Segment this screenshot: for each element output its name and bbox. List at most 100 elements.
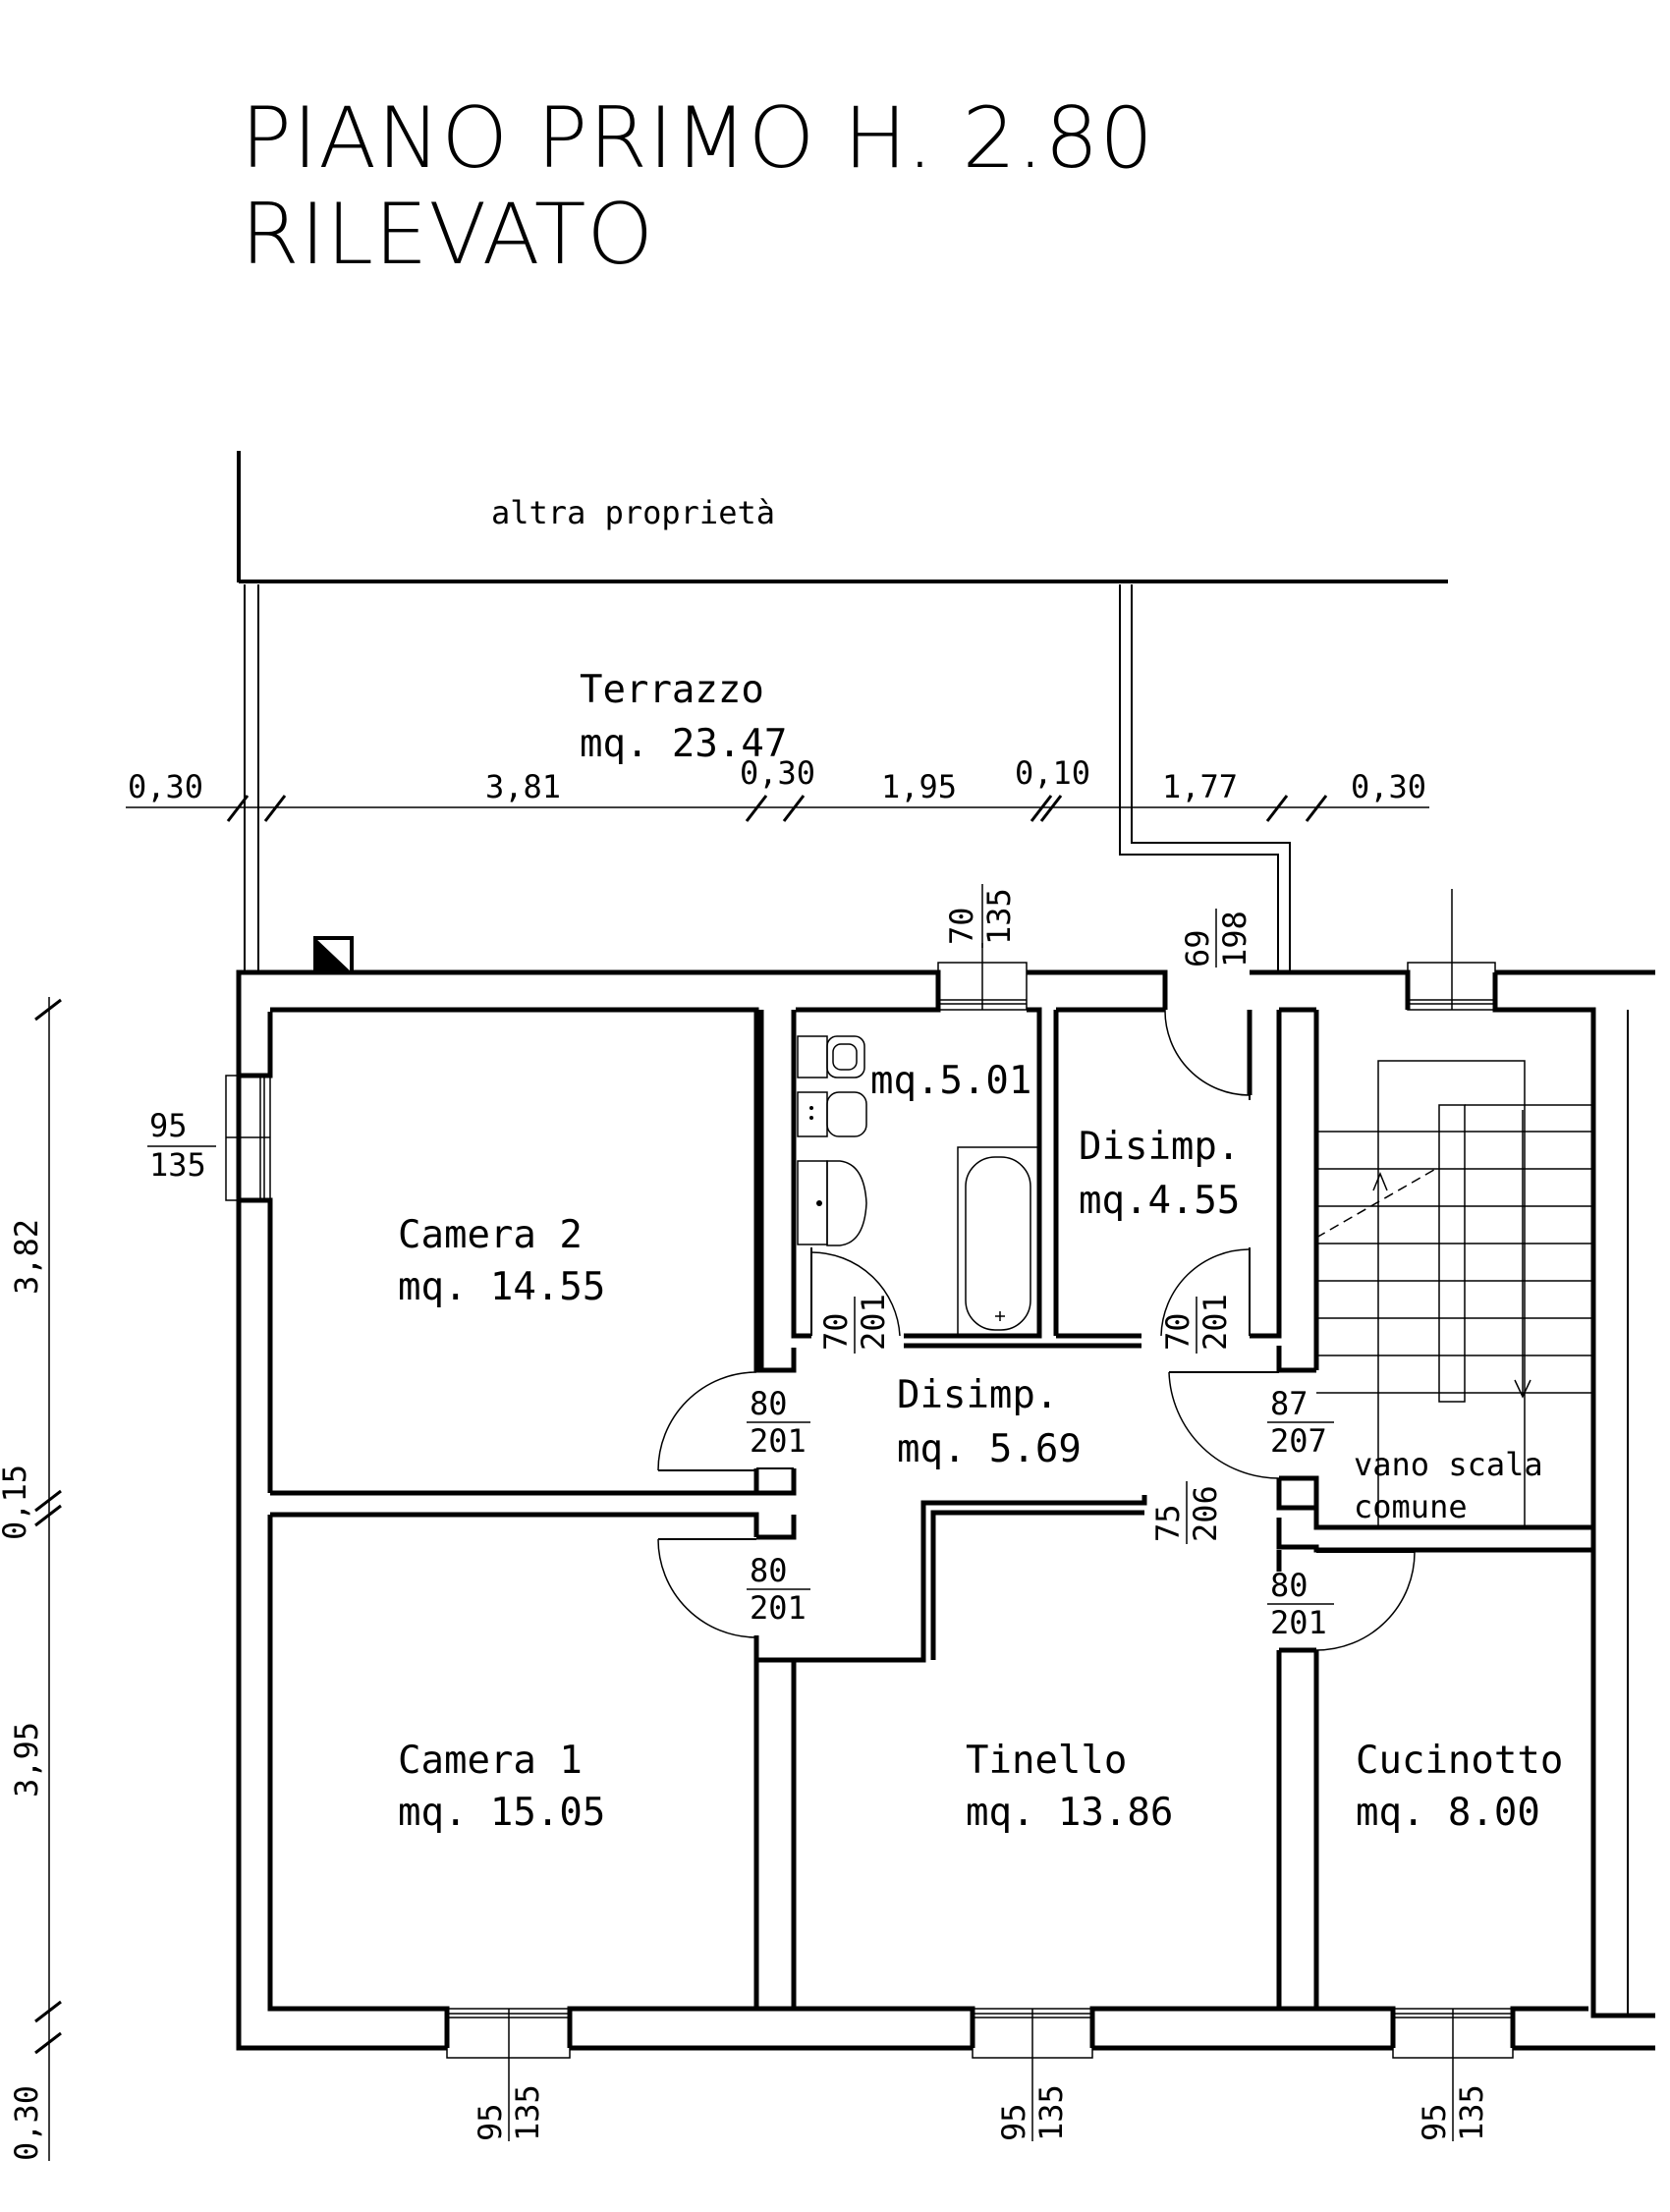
doors bbox=[657, 1009, 1416, 1651]
door-disimp-top bbox=[1160, 1247, 1251, 1337]
svg-text:207: 207 bbox=[1270, 1422, 1327, 1460]
tinello-name: Tinello bbox=[966, 1739, 1127, 1783]
dim-h-4: 1,95 bbox=[881, 768, 957, 805]
opening-w-tinello: 95 135 bbox=[995, 2084, 1070, 2141]
window-camera1 bbox=[446, 2008, 571, 2063]
svg-text:95: 95 bbox=[1416, 2103, 1453, 2141]
dim-h-2: 3,81 bbox=[485, 768, 561, 805]
window-scala bbox=[1407, 889, 1496, 1011]
opening-w-camera2: 95 135 bbox=[147, 1107, 216, 1184]
door-bagno bbox=[810, 1247, 901, 1337]
svg-text:70: 70 bbox=[817, 1312, 855, 1351]
window-camera2 bbox=[225, 1075, 271, 1201]
title-line-2: RILEVATO bbox=[241, 186, 655, 284]
dim-h-1: 0,30 bbox=[128, 768, 203, 805]
bathtub-icon bbox=[957, 1146, 1039, 1337]
door-cucinotto bbox=[1315, 1551, 1416, 1651]
dim-v-3: 3,95 bbox=[8, 1722, 45, 1797]
svg-text:87: 87 bbox=[1270, 1385, 1308, 1422]
svg-text:201: 201 bbox=[855, 1294, 892, 1351]
svg-text:201: 201 bbox=[750, 1422, 807, 1460]
bagno-area: mq.5.01 bbox=[870, 1059, 1031, 1103]
plan-title: PIANO PRIMO H. 2.80 RILEVATO bbox=[241, 90, 1154, 283]
opening-labels: 70 135 69 198 95 135 70 201 70 201 80 bbox=[147, 884, 1490, 2141]
horizontal-dimension-line: 0,30 3,81 0,30 1,95 0,10 1,77 0,30 bbox=[126, 754, 1429, 822]
altra-proprieta-label: altra proprietà bbox=[491, 494, 775, 531]
disimp-mid-name: Disimp. bbox=[897, 1373, 1058, 1417]
opening-w-bagno: 70 135 bbox=[943, 888, 1018, 945]
terrazzo-name: Terrazzo bbox=[580, 668, 764, 712]
opening-d-bagno: 70 201 bbox=[817, 1294, 892, 1351]
svg-text:80: 80 bbox=[750, 1385, 788, 1422]
svg-text:69: 69 bbox=[1179, 929, 1216, 968]
bidet-icon bbox=[797, 1091, 867, 1137]
property-boundary: altra proprietà bbox=[237, 451, 1448, 583]
svg-text:75: 75 bbox=[1149, 1504, 1187, 1542]
svg-text:201: 201 bbox=[1270, 1604, 1327, 1641]
svg-text:70: 70 bbox=[1159, 1312, 1197, 1351]
opening-d-camera1: 80 201 bbox=[747, 1552, 810, 1627]
terrace: Terrazzo mq. 23.47 bbox=[244, 584, 1291, 972]
svg-text:70: 70 bbox=[943, 907, 980, 945]
vano-scala-line2: comune bbox=[1354, 1488, 1468, 1525]
svg-text:135: 135 bbox=[1032, 2084, 1070, 2141]
opening-d-camera2: 80 201 bbox=[747, 1385, 810, 1460]
svg-text:135: 135 bbox=[149, 1146, 206, 1184]
svg-text:80: 80 bbox=[750, 1552, 788, 1589]
door-camera2 bbox=[657, 1371, 794, 1471]
svg-text:135: 135 bbox=[509, 2084, 546, 2141]
camera1-name: Camera 1 bbox=[398, 1739, 583, 1783]
opening-d-scala: 87 207 bbox=[1267, 1385, 1334, 1460]
room-labels: mq.5.01 Disimp. mq.4.55 Camera 2 mq. 14.… bbox=[398, 1059, 1563, 1835]
opening-d-entry: 69 198 bbox=[1179, 911, 1253, 968]
opening-w-cucinotto: 95 135 bbox=[1416, 2084, 1490, 2141]
camera1-area: mq. 15.05 bbox=[398, 1791, 605, 1835]
svg-text:80: 80 bbox=[1270, 1567, 1308, 1604]
toilet-icon bbox=[797, 1035, 865, 1078]
svg-text:135: 135 bbox=[980, 888, 1018, 945]
sink-icon bbox=[797, 1160, 867, 1246]
window-tinello bbox=[972, 2008, 1093, 2063]
disimp-mid-area: mq. 5.69 bbox=[897, 1427, 1082, 1471]
window-bagno bbox=[937, 943, 1028, 1011]
disimp-top-name: Disimp. bbox=[1079, 1125, 1240, 1169]
vertical-dimension-line: 3,82 0,15 3,95 0,30 bbox=[0, 997, 62, 2161]
svg-text:201: 201 bbox=[750, 1589, 807, 1627]
window-cucinotto bbox=[1392, 2008, 1514, 2063]
cucinotto-area: mq. 8.00 bbox=[1356, 1791, 1540, 1835]
dim-h-6: 1,77 bbox=[1162, 768, 1238, 805]
opening-d-tinello: 75 206 bbox=[1149, 1485, 1224, 1542]
dim-h-3: 0,30 bbox=[740, 754, 815, 792]
dim-v-1: 3,82 bbox=[8, 1219, 45, 1295]
svg-text:95: 95 bbox=[472, 2103, 509, 2141]
svg-text:95: 95 bbox=[149, 1107, 188, 1144]
opening-d-disimp: 70 201 bbox=[1159, 1294, 1234, 1351]
camera2-area: mq. 14.55 bbox=[398, 1265, 605, 1309]
camera2-name: Camera 2 bbox=[398, 1213, 583, 1257]
chimney-icon bbox=[313, 936, 354, 974]
dim-v-4: 0,30 bbox=[8, 2085, 45, 2161]
svg-text:95: 95 bbox=[995, 2103, 1032, 2141]
opening-w-camera1: 95 135 bbox=[472, 2084, 546, 2141]
door-entry bbox=[1164, 1009, 1251, 1100]
svg-text:135: 135 bbox=[1453, 2084, 1490, 2141]
tinello-area: mq. 13.86 bbox=[966, 1791, 1173, 1835]
svg-text:206: 206 bbox=[1187, 1485, 1224, 1542]
windows bbox=[225, 889, 1514, 2063]
door-scala bbox=[1168, 1371, 1280, 1479]
dim-h-5: 0,10 bbox=[1015, 754, 1090, 792]
stairs bbox=[1315, 1060, 1591, 1527]
title-line-1: PIANO PRIMO H. 2.80 bbox=[241, 89, 1154, 188]
dim-h-7: 0,30 bbox=[1351, 768, 1426, 805]
door-camera1 bbox=[657, 1538, 757, 1638]
svg-text:198: 198 bbox=[1216, 911, 1253, 968]
disimp-top-area: mq.4.55 bbox=[1079, 1179, 1240, 1223]
terrazzo-area: mq. 23.47 bbox=[580, 722, 787, 766]
svg-text:201: 201 bbox=[1197, 1294, 1234, 1351]
opening-d-cucinotto: 80 201 bbox=[1267, 1567, 1334, 1641]
vano-scala-line1: vano scala bbox=[1354, 1446, 1543, 1483]
dim-v-2: 0,15 bbox=[0, 1465, 33, 1540]
cucinotto-name: Cucinotto bbox=[1356, 1739, 1563, 1783]
bathroom-fixtures bbox=[797, 1035, 1039, 1337]
